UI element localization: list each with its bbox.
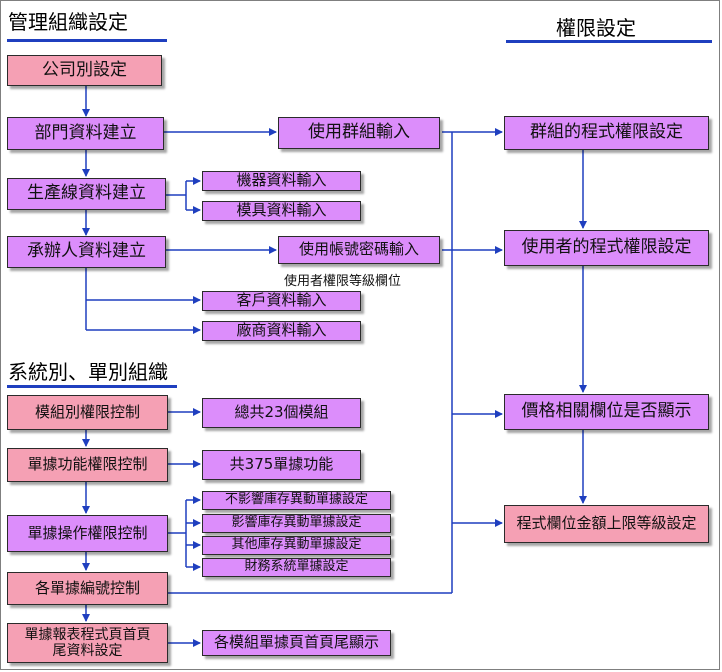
modules-total-box: 總共23個模組: [202, 398, 361, 428]
doc-operation-permission-box: 單據操作權限控制: [7, 515, 168, 552]
section-title-management: 管理組織設定: [8, 10, 128, 34]
header-display-box: 各模組單據頁首頁尾顯示: [202, 630, 391, 656]
doc-functions-total-box: 共375單據功能: [202, 450, 361, 480]
production-line-box: 生產線資料建立: [7, 178, 166, 210]
company-setting-box: 公司別設定: [7, 55, 162, 86]
contractor-box: 承辦人資料建立: [7, 236, 166, 268]
section-title-permission: 權限設定: [556, 16, 636, 40]
section-underline-management: [7, 39, 167, 42]
section-title-system: 系統別、單別組織: [8, 360, 168, 384]
section-underline-system: [7, 385, 177, 388]
account-note: 使用者權限等級欄位: [284, 274, 402, 289]
report-header-box: 單據報表程式頁首頁尾資料設定: [7, 623, 168, 663]
group-permission-box: 群組的程式權限設定: [504, 116, 709, 150]
department-box: 部門資料建立: [7, 117, 164, 150]
price-fields-box: 價格相關欄位是否顯示: [504, 394, 709, 430]
vendor-input-box: 廠商資料輸入: [202, 321, 361, 341]
mold-input-box: 模具資料輸入: [202, 201, 361, 221]
user-permission-box: 使用者的程式權限設定: [504, 230, 709, 266]
customer-input-box: 客戶資料輸入: [202, 291, 361, 311]
other-stock-change-box: 其他庫存異動單據設定: [202, 536, 391, 555]
section-underline-permission: [506, 40, 712, 43]
account-input-box: 使用帳號密碼輸入: [278, 236, 440, 264]
finance-doc-box: 財務系統單據設定: [202, 558, 391, 577]
doc-numbering-box: 各單據編號控制: [7, 572, 168, 605]
machine-input-box: 機器資料輸入: [202, 171, 361, 191]
no-stock-change-box: 不影響庫存異動單據設定: [202, 491, 391, 510]
module-permission-box: 模組別權限控制: [7, 395, 168, 430]
stock-change-box: 影響庫存異動單據設定: [202, 514, 391, 533]
amount-limit-box: 程式欄位金額上限等級設定: [504, 505, 709, 543]
doc-function-permission-box: 單據功能權限控制: [7, 448, 168, 482]
group-input-box: 使用群組輸入: [278, 117, 440, 149]
